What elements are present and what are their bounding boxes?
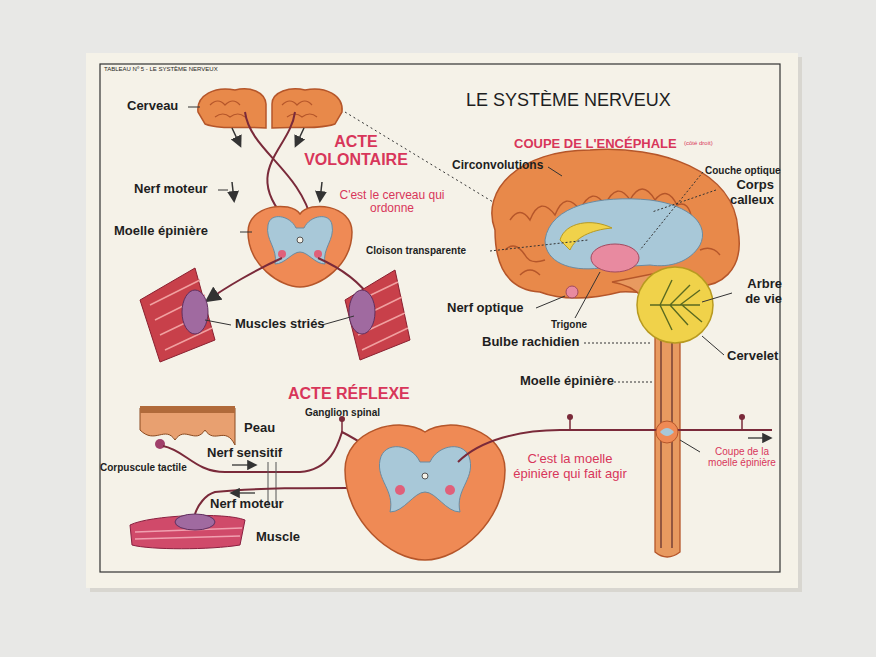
part-label: ACTE RÉFLEXE — [288, 385, 410, 403]
part-label: Cloison transparente — [366, 245, 466, 256]
part-label: Corps calleux — [718, 178, 774, 207]
part-label: Ganglion spinal — [305, 407, 380, 418]
part-label: ACTE VOLONTAIRE — [296, 133, 416, 169]
part-label: COUPE DE L'ENCÉPHALE — [514, 137, 677, 152]
part-label: Nerf optique — [447, 301, 524, 316]
part-label: Muscle — [256, 530, 300, 545]
part-label: Couche optique — [705, 165, 781, 176]
part-label: Bulbe rachidien — [482, 335, 580, 350]
part-label: (côté droit) — [684, 140, 713, 147]
part-label: Cervelet — [727, 349, 778, 364]
part-label: Trigone — [551, 319, 587, 330]
part-label: C'est la moelle épinière qui fait agir — [506, 452, 634, 481]
part-label: Arbre de vie — [734, 277, 782, 306]
part-label: Corpuscule tactile — [100, 462, 187, 473]
part-label: TABLEAU Nº 5 - LE SYSTÈME NERVEUX — [104, 66, 218, 73]
part-label: Circonvolutions — [452, 159, 543, 172]
part-label: Moelle épinière — [520, 374, 614, 389]
part-label: Moelle épinière — [114, 224, 208, 239]
part-label: Peau — [244, 421, 275, 436]
poster-title: LE SYSTÈME NERVEUX — [466, 90, 671, 110]
part-label: Nerf moteur — [210, 497, 284, 512]
part-label: C'est le cerveau qui ordonne — [336, 189, 448, 216]
part-label: Nerf sensitif — [207, 446, 282, 461]
part-label: Muscles striés — [235, 317, 325, 332]
part-label: Cerveau — [127, 99, 178, 114]
part-label: Nerf moteur — [134, 182, 208, 197]
part-label: Coupe de la moelle épinière — [700, 446, 784, 468]
